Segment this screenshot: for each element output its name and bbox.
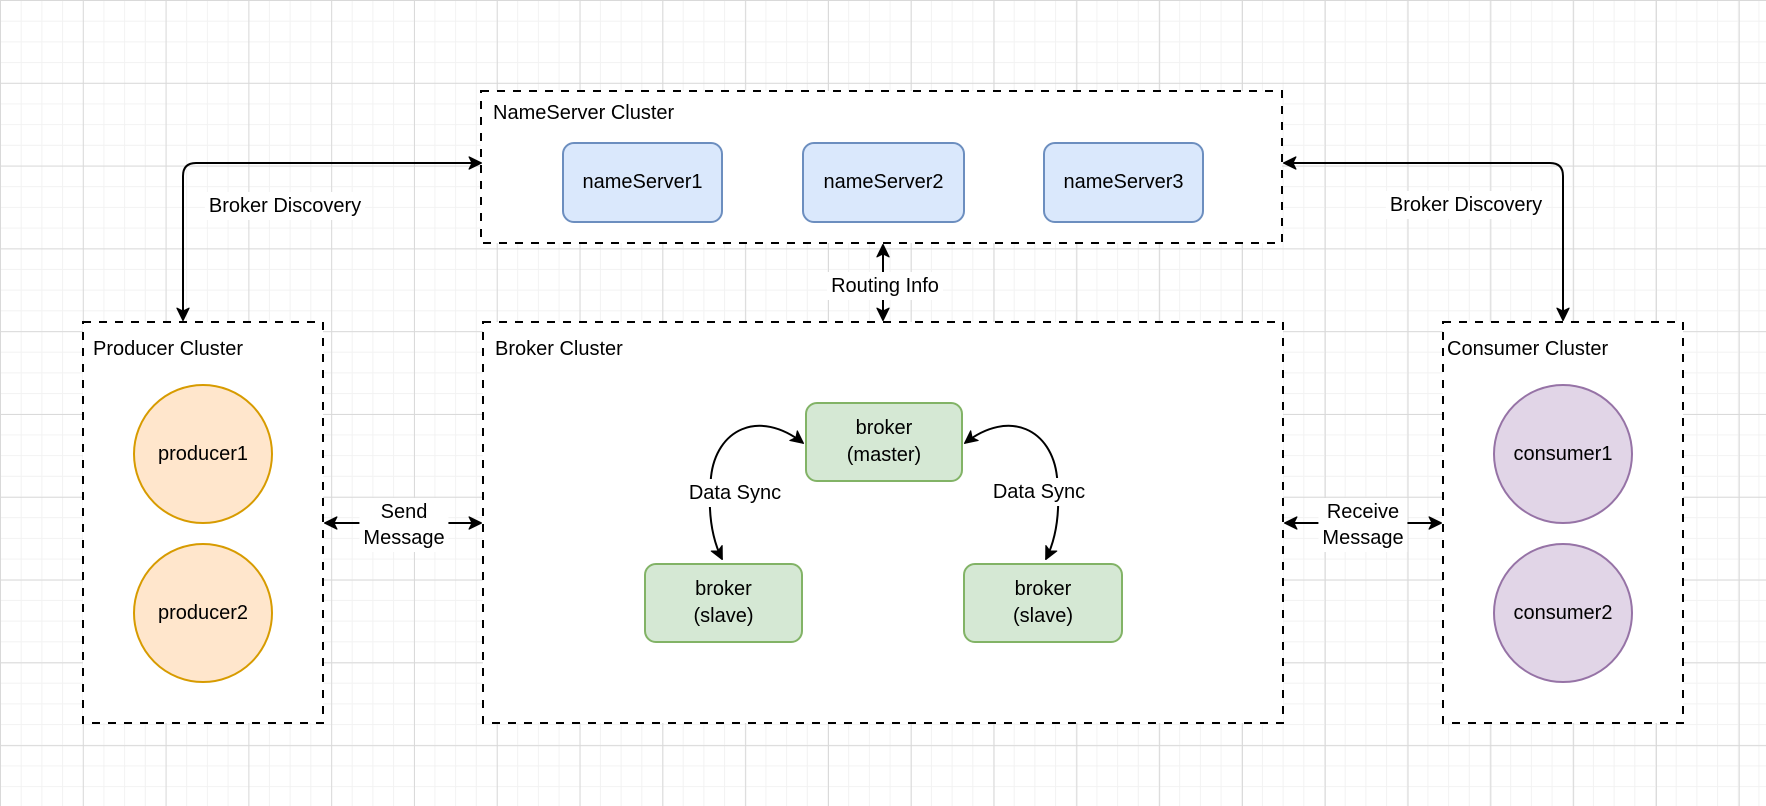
broker-discovery-left-label: Broker Discovery (204, 192, 366, 220)
nameserver-cluster-title: NameServer Cluster (493, 102, 675, 124)
broker-slave-left-node: broker (slave) (644, 563, 803, 643)
broker-cluster-title: Broker Cluster (495, 338, 623, 360)
broker-discovery-right-arrow (1282, 156, 1570, 322)
broker-master-node: broker (master) (805, 402, 963, 482)
consumer2-node: consumer2 (1493, 543, 1633, 683)
routing-info-label: Routing Info (827, 272, 943, 300)
broker-slave-right-label-line2: (slave) (1012, 605, 1073, 627)
send-message-label-line1: Send (380, 501, 428, 523)
producer2-label: producer2 (157, 601, 249, 624)
consumer1-node: consumer1 (1493, 384, 1633, 524)
data-sync-left-label: Data Sync (684, 479, 786, 507)
send-message-label: Send Message (359, 498, 449, 552)
data-sync-right-arrow (963, 424, 1060, 561)
data-sync-right-label: Data Sync (988, 478, 1090, 506)
broker-cluster-box (482, 321, 1284, 724)
broker-slave-left-label-line2: (slave) (693, 605, 754, 627)
producer-cluster-title: Producer Cluster (93, 338, 244, 360)
receive-message-label-line1: Receive (1326, 501, 1400, 523)
nameserver3-node: nameServer3 (1043, 142, 1204, 223)
consumer1-label: consumer1 (1513, 442, 1613, 465)
nameserver2-node: nameServer2 (802, 142, 965, 223)
consumer2-label: consumer2 (1513, 601, 1613, 624)
nameserver3-label: nameServer3 (1063, 171, 1184, 193)
producer1-node: producer1 (133, 384, 273, 524)
nameserver2-label: nameServer2 (823, 171, 944, 193)
nameserver1-node: nameServer1 (562, 142, 723, 223)
broker-slave-left-label-line1: broker (695, 578, 752, 600)
broker-master-label-line1: broker (855, 417, 913, 439)
receive-message-label: Receive Message (1318, 498, 1408, 552)
broker-slave-right-label-line1: broker (1014, 578, 1072, 600)
nameserver1-label: nameServer1 (582, 171, 703, 193)
producer1-label: producer1 (157, 442, 249, 465)
data-sync-left-arrow (708, 424, 805, 561)
broker-discovery-right-label: Broker Discovery (1385, 191, 1547, 219)
broker-discovery-left-arrow (176, 156, 483, 322)
send-message-label-line2: Message (363, 527, 445, 549)
producer2-node: producer2 (133, 543, 273, 683)
receive-message-label-line2: Message (1322, 527, 1404, 549)
consumer-cluster-title: Consumer Cluster (1447, 338, 1609, 360)
broker-slave-right-node: broker (slave) (963, 563, 1123, 643)
broker-master-label-line2: (master) (846, 444, 922, 466)
